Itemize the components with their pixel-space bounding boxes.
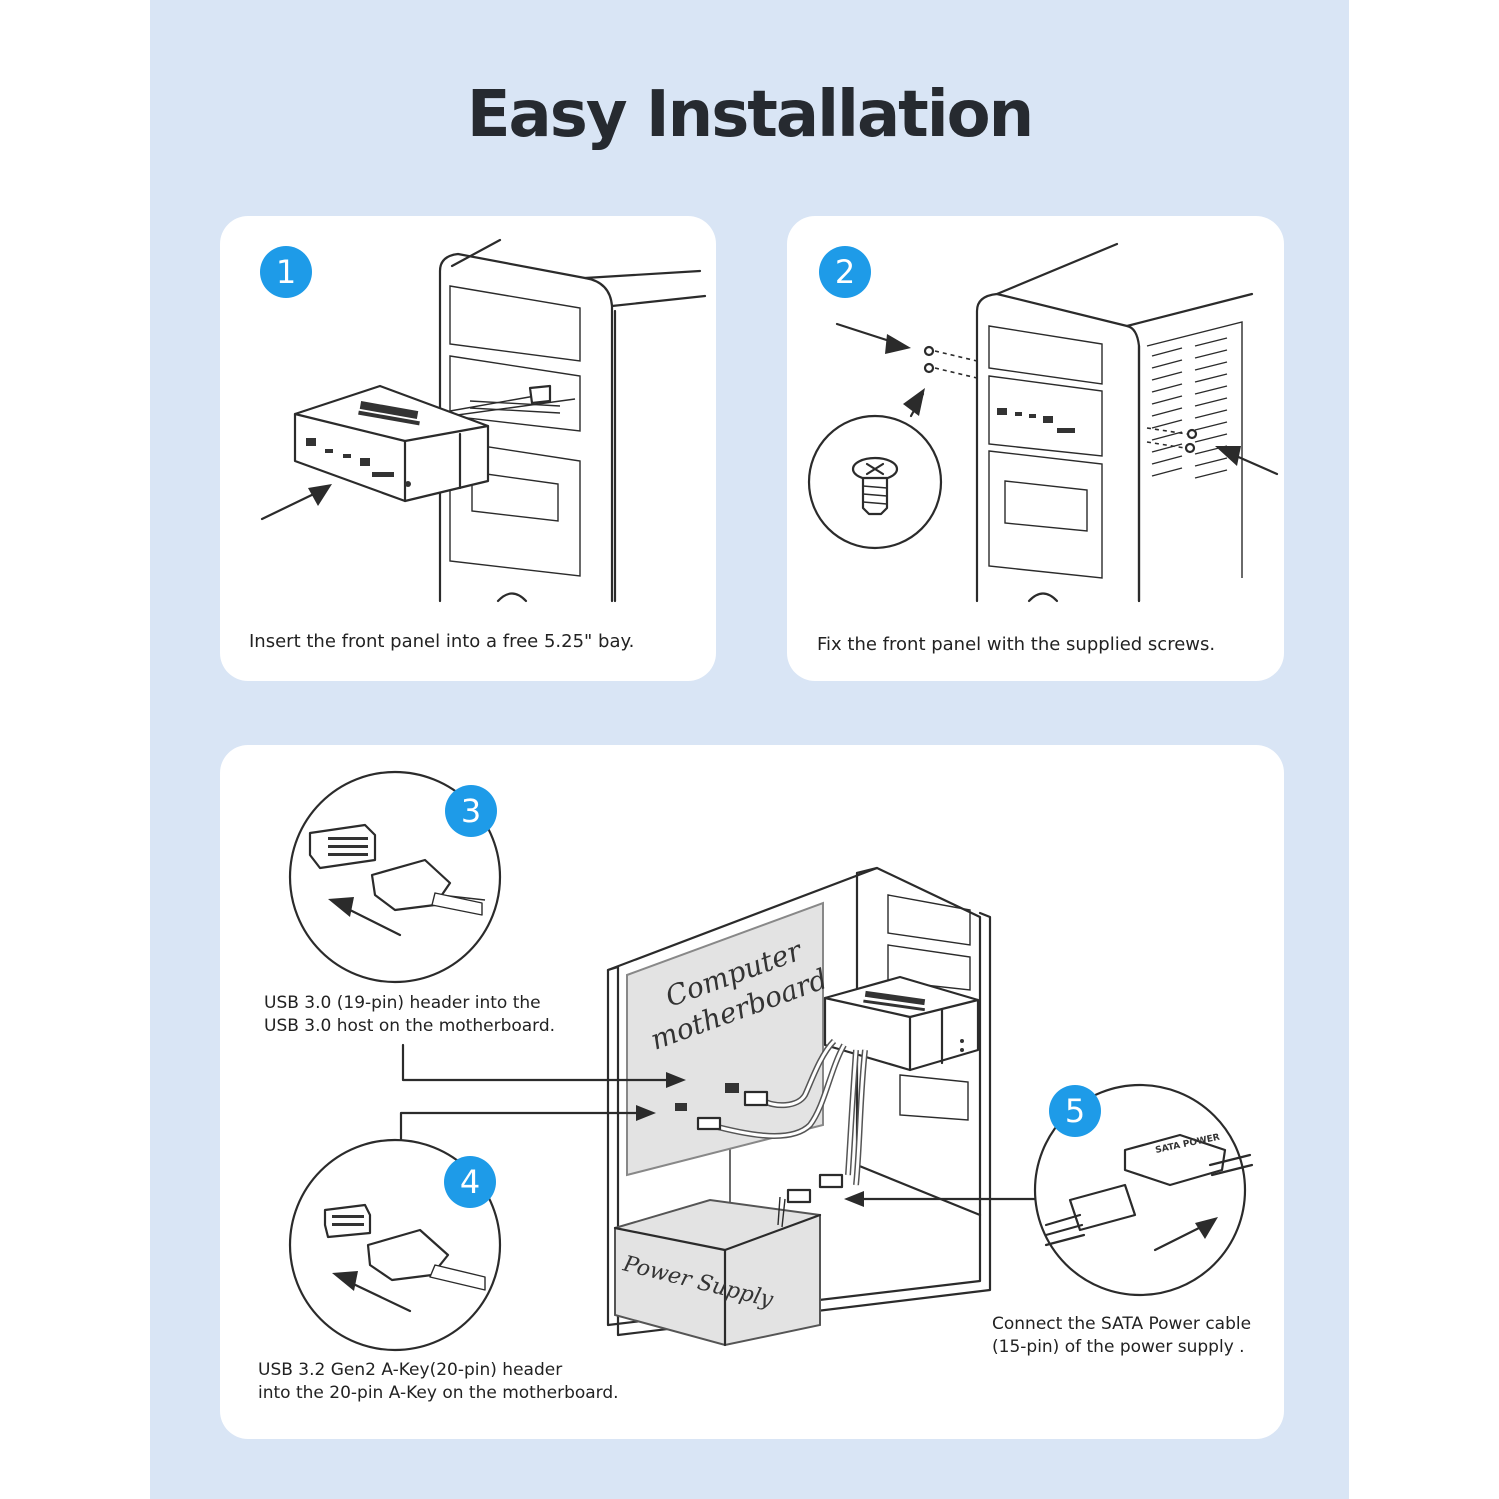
arrow-icon <box>260 484 332 521</box>
steps-3-5-card: Computer motherboard Power Supply SATA P… <box>220 745 1284 1439</box>
step-1-badge: 1 <box>260 246 312 298</box>
step-4-caption-line2: into the 20-pin A-Key on the motherboard… <box>258 1383 619 1403</box>
step-3-caption-line2: USB 3.0 host on the motherboard. <box>264 1016 556 1036</box>
tower-case-icon <box>975 242 1254 603</box>
tower-case-icon <box>438 238 707 603</box>
step-2-illustration <box>807 242 1279 603</box>
sata-connector-icon <box>1033 1083 1254 1297</box>
front-panel-icon <box>293 384 552 503</box>
cable-icon <box>675 1038 868 1228</box>
step-1-caption: Insert the front panel into a free 5.25"… <box>249 631 635 652</box>
step-5-caption-line1: Connect the SATA Power cable <box>992 1314 1252 1334</box>
step-5-caption-line2: (15-pin) of the power supply . <box>992 1337 1245 1357</box>
step-1-illustration <box>260 238 707 603</box>
step-4-badge: 4 <box>444 1156 496 1208</box>
step-2-card: 2 Fix the front panel with the supplied … <box>787 216 1284 681</box>
step-1-card: 1 Insert the front panel into a free 5.2… <box>220 216 716 681</box>
step-2-badge: 2 <box>819 246 871 298</box>
screw-icon <box>807 345 1198 550</box>
step-5-badge: 5 <box>1049 1085 1101 1137</box>
page-title: Easy Installation <box>466 78 1034 152</box>
usb-header-icon <box>288 770 502 984</box>
front-panel-icon <box>823 975 980 1072</box>
step-2-caption: Fix the front panel with the supplied sc… <box>817 634 1216 655</box>
step-3-caption-line1: USB 3.0 (19-pin) header into the <box>264 993 541 1013</box>
step-4-caption-line1: USB 3.2 Gen2 A-Key(20-pin) header <box>258 1360 563 1380</box>
steps-3-5-illustration: Computer motherboard Power Supply SATA P… <box>288 770 1254 1352</box>
pointer-lines <box>399 1043 1037 1207</box>
step-3-badge: 3 <box>445 785 497 837</box>
arrow-icon <box>835 322 1279 476</box>
